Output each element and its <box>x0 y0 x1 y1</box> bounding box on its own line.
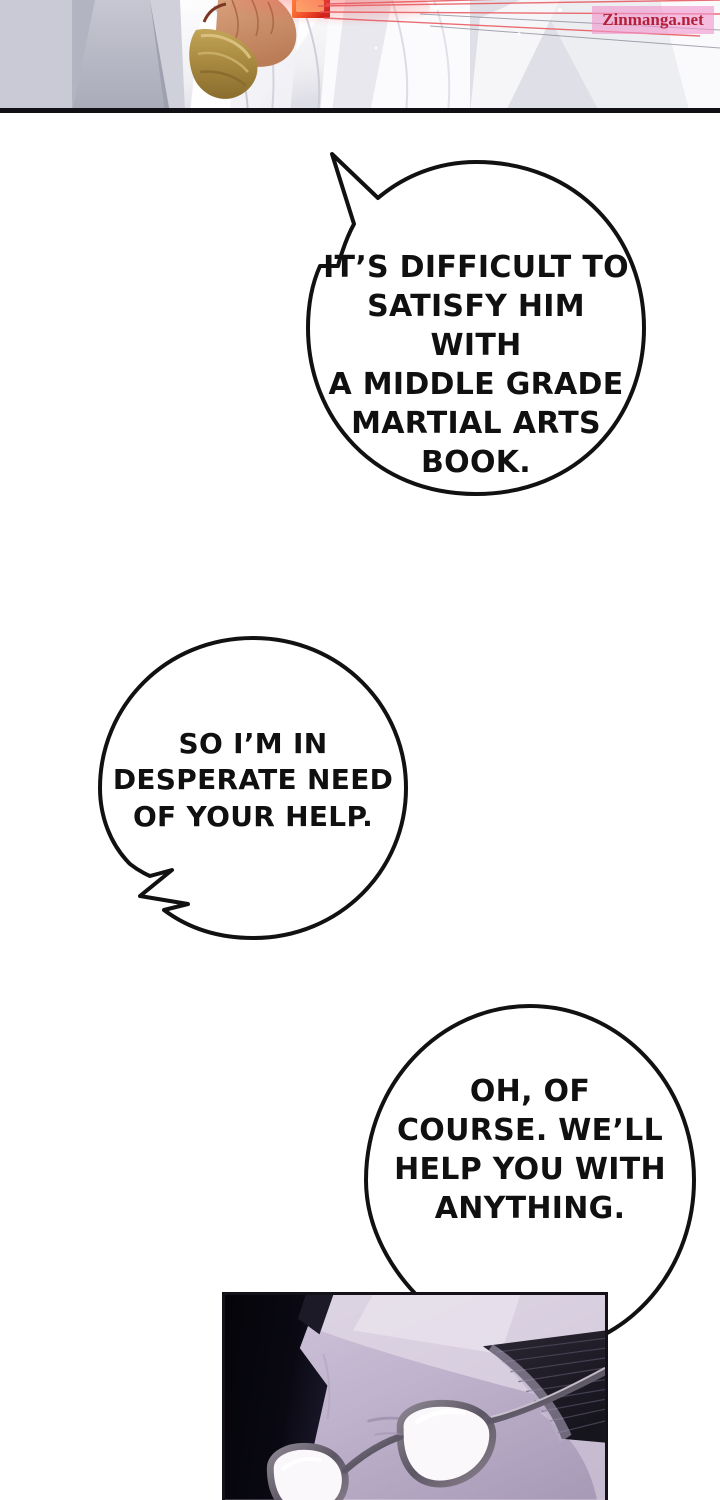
panel-top-artwork <box>0 0 720 108</box>
speech-bubble-shape <box>98 636 408 940</box>
speech-bubble-shape <box>364 1004 696 1388</box>
speech-bubble-desperate-need-of-help: SO I’M IN DESPERATE NEED OF YOUR HELP. <box>88 628 418 950</box>
speech-bubble-shape <box>306 152 646 496</box>
speech-bubble-text: OH, OF COURSE. WE’LL HELP YOU WITH ANYTH… <box>394 1074 666 1226</box>
speech-bubble-of-course-we-will-help: OH, OF COURSE. WE’LL HELP YOU WITH ANYTH… <box>352 992 708 1390</box>
speech-bubble-text: IT’S DIFFICULT TO SATISFY HIM WITH A MID… <box>323 250 629 480</box>
panel-bottom-face-with-glasses <box>222 1292 608 1500</box>
speech-bubble-difficult-to-satisfy: IT’S DIFFICULT TO SATISFY HIM WITH A MID… <box>292 138 660 518</box>
glasses <box>266 1366 605 1500</box>
panel-bottom-artwork <box>225 1295 605 1500</box>
panel-top-hand-holding-glowing-book: Zinmanga.net <box>0 0 720 113</box>
speech-bubble-text: SO I’M IN DESPERATE NEED OF YOUR HELP. <box>112 727 394 833</box>
glowing-object <box>230 0 430 34</box>
hair <box>482 1330 605 1443</box>
